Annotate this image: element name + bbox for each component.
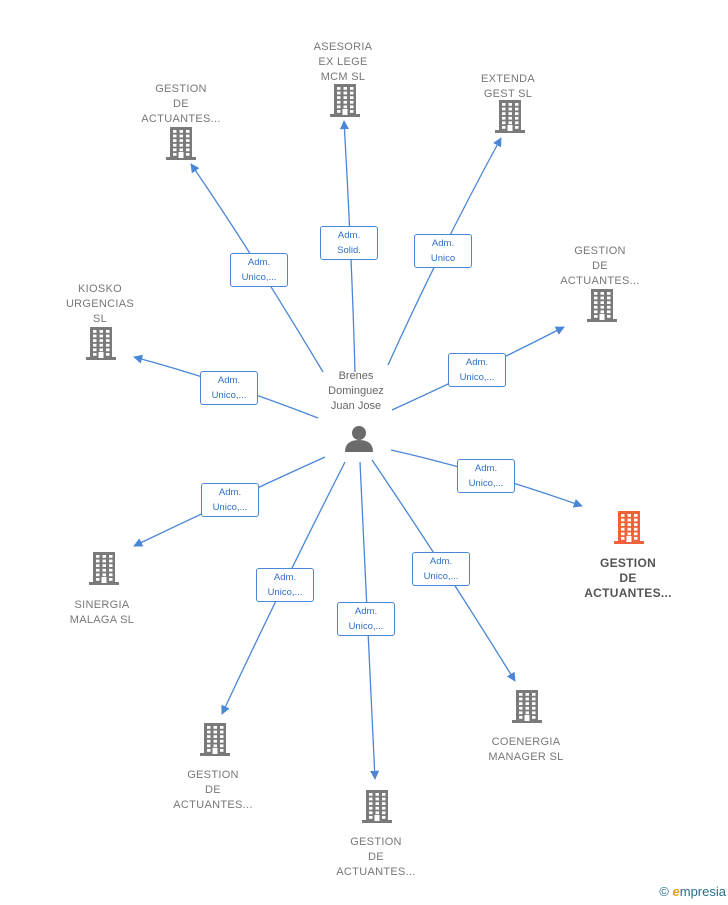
node-label-line: GESTION bbox=[574, 245, 626, 257]
node-label-line: ASESORIA bbox=[313, 41, 373, 53]
node-label-kiosko[interactable]: KIOSKO URGENCIAS SL bbox=[30, 282, 170, 327]
node-label-line: DE bbox=[368, 851, 384, 863]
copyright-symbol: © bbox=[659, 884, 669, 899]
edge-label-line: Adm. bbox=[337, 230, 361, 241]
node-label-line: ACTUANTES... bbox=[336, 866, 416, 878]
edge-label-gestion-bottom-left[interactable]: Adm. Unico,... bbox=[256, 568, 314, 602]
edge-label-asesoria[interactable]: Adm. Solid. bbox=[320, 226, 378, 260]
node-label-line: DE bbox=[173, 98, 189, 110]
node-label-line: GESTION bbox=[599, 556, 657, 570]
node-label-line: ACTUANTES... bbox=[560, 275, 640, 287]
building-icon bbox=[330, 84, 360, 117]
node-label-line: ACTUANTES... bbox=[173, 799, 253, 811]
node-label-line: MANAGER SL bbox=[488, 751, 564, 763]
node-label-line: URGENCIAS bbox=[65, 298, 135, 310]
edge-label-gestion-top-left[interactable]: Adm. Unico,... bbox=[230, 253, 288, 287]
node-label-gestion-top-left[interactable]: GESTION DE ACTUANTES... bbox=[111, 82, 251, 127]
edge-label-line: Unico,... bbox=[459, 372, 495, 383]
center-label-line: Dominguez bbox=[328, 385, 384, 397]
node-label-line: ACTUANTES... bbox=[584, 586, 672, 600]
edge-label-gestion-bottom[interactable]: Adm. Unico,... bbox=[337, 602, 395, 636]
node-label-coenergia[interactable]: COENERGIA MANAGER SL bbox=[456, 735, 596, 765]
edge-label-kiosko[interactable]: Adm. Unico,... bbox=[200, 371, 258, 405]
node-label-line: SL bbox=[92, 313, 108, 325]
node-label-gestion-right-top[interactable]: GESTION DE ACTUANTES... bbox=[530, 244, 670, 289]
edge-label-line: Unico,... bbox=[423, 571, 459, 582]
edge-label-line: Unico,... bbox=[267, 587, 303, 598]
node-label-sinergia[interactable]: SINERGIA MALAGA SL bbox=[32, 598, 172, 628]
node-label-line: GESTION bbox=[187, 769, 239, 781]
node-label-extenda[interactable]: EXTENDA GEST SL bbox=[438, 72, 578, 102]
brand-name: mpresia bbox=[679, 884, 726, 899]
node-label-line: EX LEGE bbox=[318, 56, 368, 68]
edge-label-line: Adm. bbox=[247, 257, 271, 268]
node-label-line: GESTION bbox=[350, 836, 402, 848]
edge-label-line: Unico,... bbox=[468, 478, 504, 489]
node-label-gestion-bottom[interactable]: GESTION DE ACTUANTES... bbox=[306, 835, 446, 880]
edge-label-line: Adm. bbox=[354, 606, 378, 617]
building-icon bbox=[614, 511, 644, 544]
building-icon bbox=[587, 289, 617, 322]
edge-label-line: Unico bbox=[430, 253, 456, 264]
node-label-line: SINERGIA bbox=[74, 599, 130, 611]
node-label-line: DE bbox=[205, 784, 221, 796]
building-icon bbox=[495, 100, 525, 133]
center-label-line: Brenes bbox=[338, 370, 374, 382]
node-label-asesoria[interactable]: ASESORIA EX LEGE MCM SL bbox=[273, 40, 413, 85]
brand-initial: e bbox=[672, 884, 680, 899]
edge-label-line: Adm. bbox=[465, 357, 489, 368]
node-label-line: COENERGIA bbox=[491, 736, 561, 748]
building-icon bbox=[200, 723, 230, 756]
building-icon bbox=[89, 552, 119, 585]
node-label-gestion-bottom-left[interactable]: GESTION DE ACTUANTES... bbox=[143, 768, 283, 813]
edge-label-line: Adm. bbox=[218, 487, 242, 498]
building-icon bbox=[86, 327, 116, 360]
building-icon bbox=[166, 127, 196, 160]
edge-label-line: Adm. bbox=[474, 463, 498, 474]
edge-label-coenergia[interactable]: Adm. Unico,... bbox=[412, 552, 470, 586]
edge-label-line: Adm. bbox=[429, 556, 453, 567]
edge-label-line: Solid. bbox=[337, 245, 361, 256]
person-icon bbox=[345, 426, 373, 452]
edge-label-line: Unico,... bbox=[241, 272, 277, 283]
node-label-line: DE bbox=[592, 260, 608, 272]
node-label-line: GESTION bbox=[155, 83, 207, 95]
building-icon bbox=[512, 690, 542, 723]
node-label-line: GEST SL bbox=[483, 88, 533, 100]
edge-label-line: Unico,... bbox=[212, 502, 248, 513]
edge-label-gestion-right-top[interactable]: Adm. Unico,... bbox=[448, 353, 506, 387]
node-label-line: KIOSKO bbox=[78, 283, 122, 295]
empresia-watermark: © empresia bbox=[659, 884, 726, 899]
edge-label-line: Unico,... bbox=[211, 390, 247, 401]
edge-label-line: Unico,... bbox=[348, 621, 384, 632]
edge-label-line: Adm. bbox=[217, 375, 241, 386]
edge-label-gestion-highlight[interactable]: Adm. Unico,... bbox=[457, 459, 515, 493]
node-label-line: EXTENDA bbox=[480, 73, 536, 85]
node-label-line: MALAGA SL bbox=[69, 614, 135, 626]
building-icon bbox=[362, 790, 392, 823]
node-label-line: MCM SL bbox=[320, 71, 366, 83]
edge-label-line: Adm. bbox=[431, 238, 455, 249]
node-label-line: ACTUANTES... bbox=[141, 113, 221, 125]
edge-label-extenda[interactable]: Adm. Unico bbox=[414, 234, 472, 268]
node-label-line: DE bbox=[619, 571, 637, 585]
center-label-line: Juan Jose bbox=[330, 400, 382, 412]
edge-label-sinergia[interactable]: Adm. Unico,... bbox=[201, 483, 259, 517]
edge-label-line: Adm. bbox=[273, 572, 297, 583]
